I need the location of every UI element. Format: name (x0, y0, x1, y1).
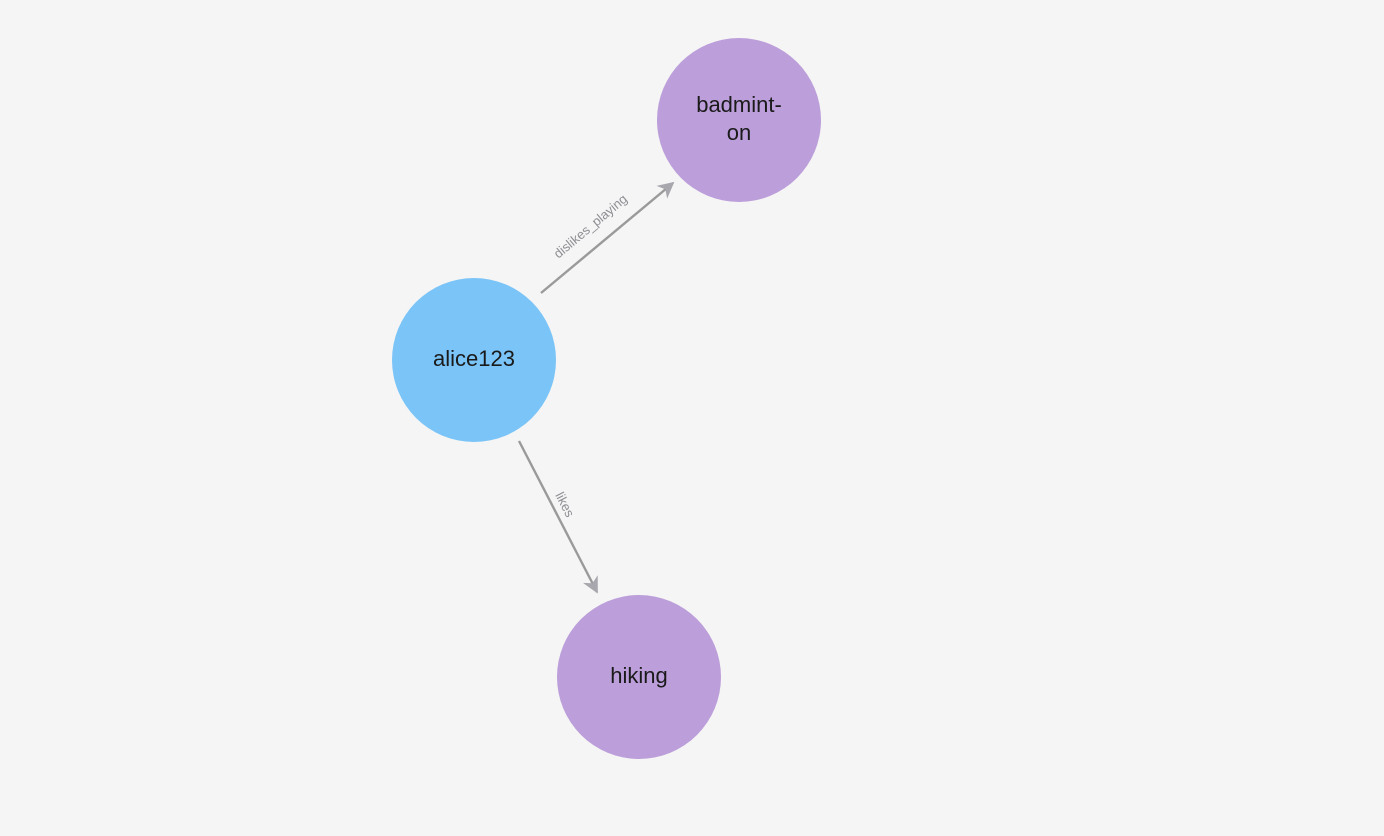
node-circle[interactable] (657, 38, 821, 202)
graph-node[interactable]: hiking (557, 595, 721, 759)
graph-edge[interactable]: likes (517, 440, 599, 594)
nodes-layer: alice123 badmint-on hiking (392, 38, 821, 759)
node-circle[interactable] (557, 595, 721, 759)
edge-line (540, 181, 675, 294)
node-circle[interactable] (392, 278, 556, 442)
graph-node[interactable]: alice123 (392, 278, 556, 442)
graph-node[interactable]: badmint-on (657, 38, 821, 202)
graph-edge[interactable]: dislikes_playing (540, 181, 675, 294)
edge-line (517, 440, 599, 594)
